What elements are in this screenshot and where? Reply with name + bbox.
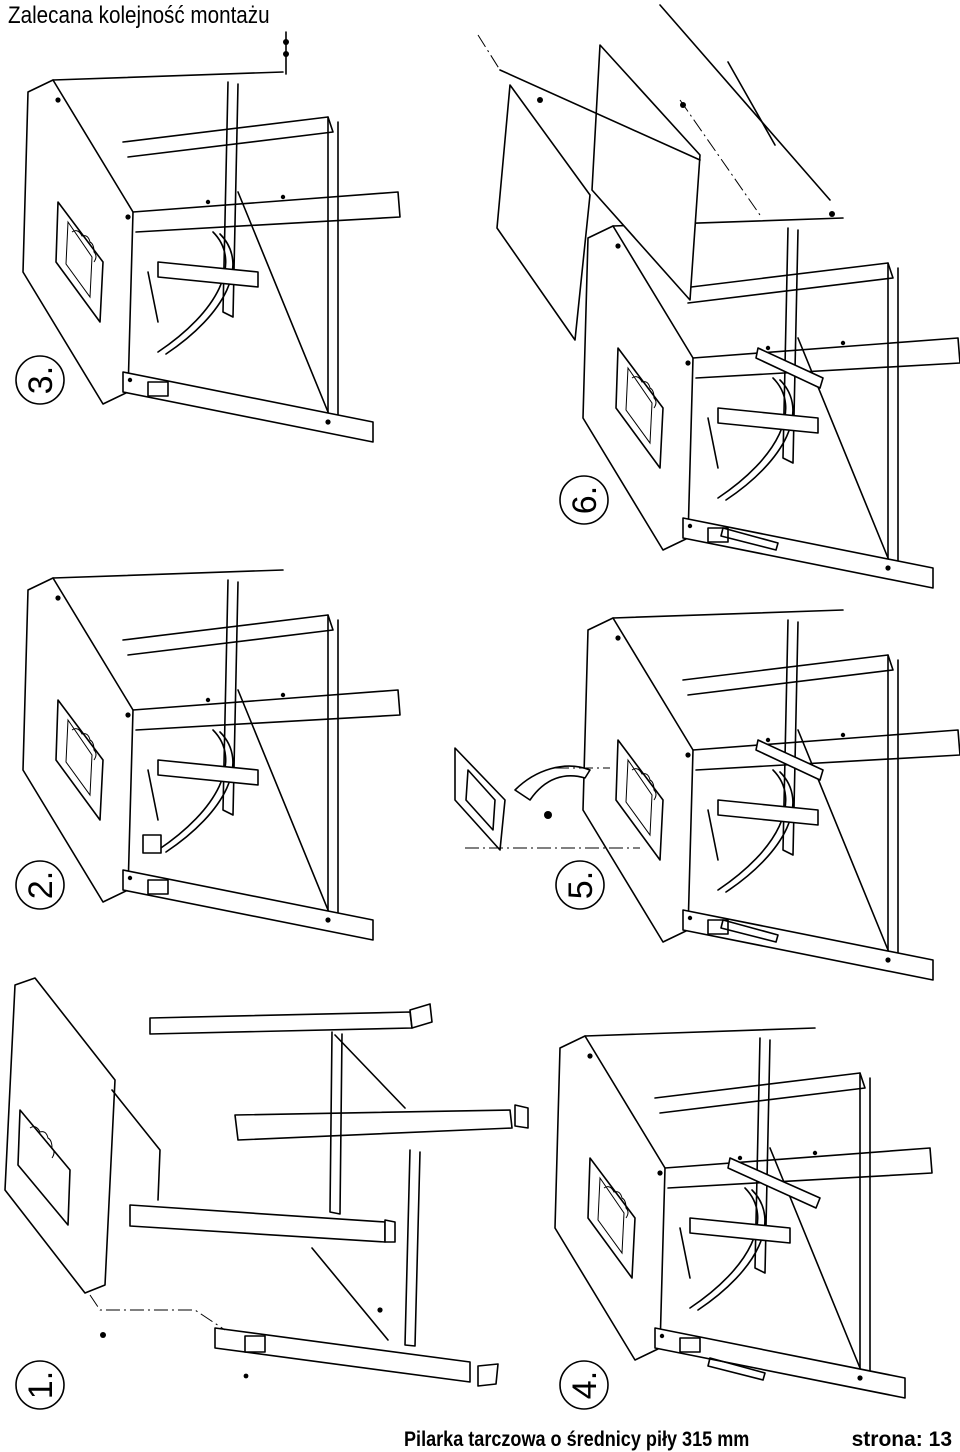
page-title: Zalecana kolejność montażu <box>8 2 270 29</box>
step6-drawing <box>582 217 960 589</box>
step-number-2: 2. <box>15 860 65 910</box>
step5-parts <box>454 747 640 851</box>
svg-text:2.: 2. <box>22 871 60 899</box>
step-number-4: 4. <box>559 1360 609 1410</box>
footer-product-name: Pilarka tarczowa o średnicy piły 315 mm <box>404 1428 750 1451</box>
step2-drawing <box>22 569 401 941</box>
footer-page-label: strona: <box>851 1428 923 1451</box>
step1-drawing <box>4 977 529 1387</box>
step-number-5: 5. <box>555 860 605 910</box>
svg-text:5.: 5. <box>562 871 600 899</box>
svg-text:3.: 3. <box>22 366 60 394</box>
step3-drawing <box>22 31 401 443</box>
svg-text:6.: 6. <box>566 486 604 514</box>
footer-page-indicator: strona: 13 <box>852 1428 952 1452</box>
svg-text:1.: 1. <box>22 1371 60 1399</box>
footer-page-number: 13 <box>928 1428 952 1451</box>
step5-drawing <box>582 609 960 981</box>
step-number-3: 3. <box>15 355 65 405</box>
step4-drawing <box>554 1027 933 1399</box>
step-number-6: 6. <box>559 475 609 525</box>
svg-text:4.: 4. <box>566 1371 604 1399</box>
step-number-1: 1. <box>15 1360 65 1410</box>
step6-parts <box>477 4 835 341</box>
